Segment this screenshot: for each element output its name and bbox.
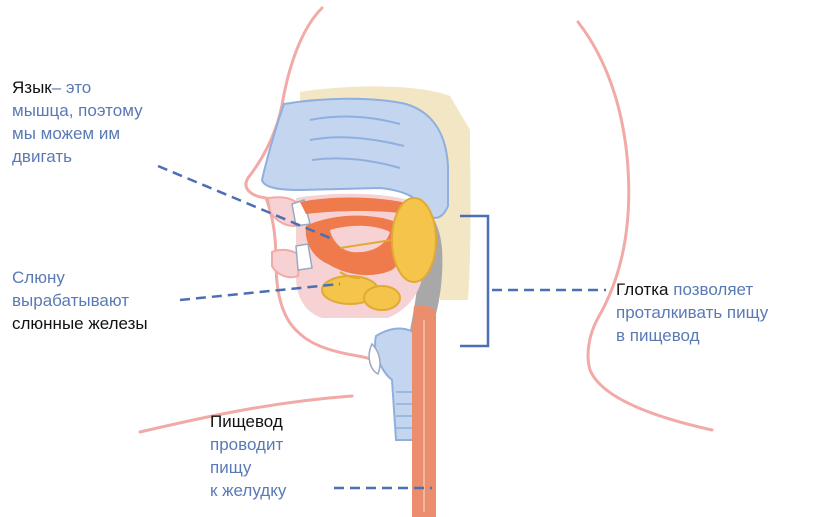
- esophagus-label: Пищевод проводит пищу к желудку: [210, 410, 286, 502]
- pharynx-desc-line-1: позволяет: [673, 280, 753, 299]
- tongue-desc-line-3: мы можем им: [12, 122, 143, 145]
- tongue-desc-line-2: мышца, поэтому: [12, 99, 143, 122]
- tongue-term: Язык: [12, 78, 52, 97]
- saliva-desc-line-2: вырабатывают: [12, 289, 148, 312]
- parotid-gland: [392, 198, 436, 282]
- esophagus-desc-line-2: пищу: [210, 456, 286, 479]
- pharynx-desc-line-3: в пищевод: [616, 324, 768, 347]
- saliva-desc-line-1: Слюну: [12, 266, 148, 289]
- saliva-term: слюнные железы: [12, 312, 148, 335]
- esophagus-desc-line-1: проводит: [210, 433, 286, 456]
- pharynx-label: Глотка позволяет проталкивать пищу в пищ…: [616, 278, 768, 347]
- tongue-desc-line-1: – это: [52, 78, 92, 97]
- tongue-desc-line-4: двигать: [12, 145, 143, 168]
- esophagus-term: Пищевод: [210, 410, 286, 433]
- pharynx-term: Глотка: [616, 280, 669, 299]
- esophagus-desc-line-3: к желудку: [210, 479, 286, 502]
- sublingual-gland: [364, 286, 400, 310]
- tongue-label: Язык– это мышца, поэтому мы можем им дви…: [12, 76, 143, 168]
- saliva-label: Слюну вырабатывают слюнные железы: [12, 266, 148, 335]
- pharynx-desc-line-2: проталкивать пищу: [616, 301, 768, 324]
